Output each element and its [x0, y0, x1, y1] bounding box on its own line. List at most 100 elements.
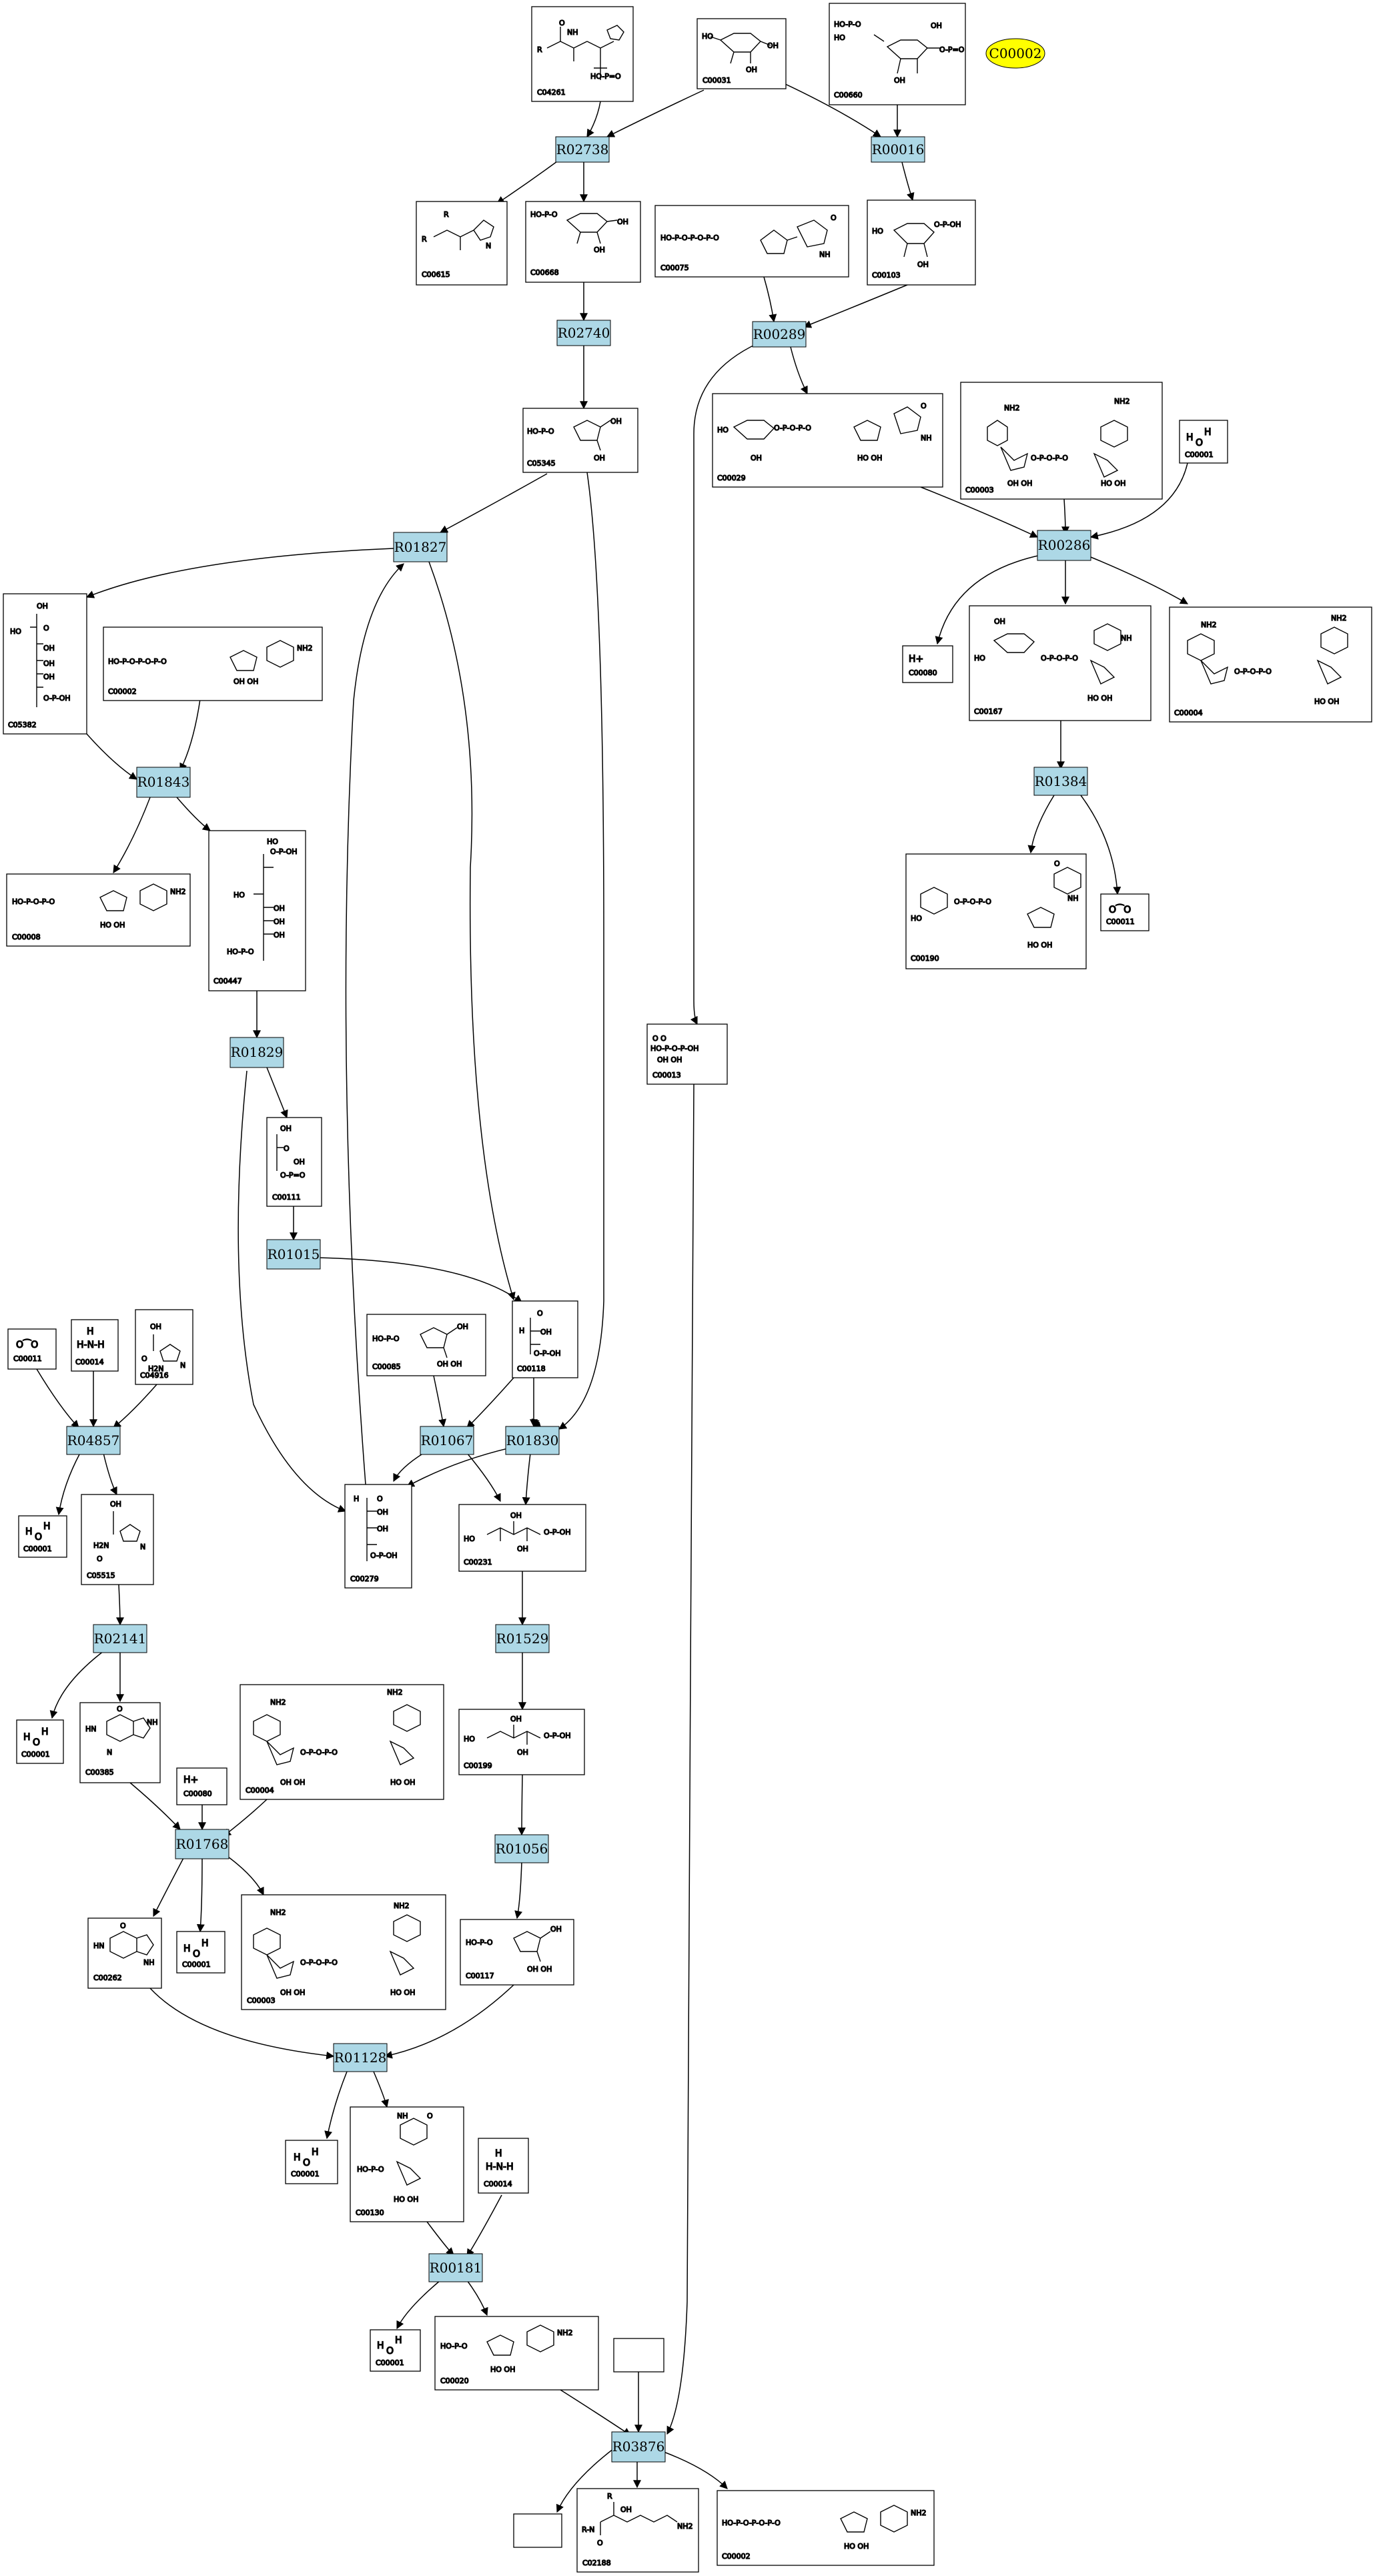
compound-id: C00014	[75, 1358, 104, 1366]
mol-text: OH	[43, 644, 55, 653]
compound-c00075[interactable]: HO-P-O-P-O-P-O O NH C00075	[654, 205, 849, 278]
compound-c00447[interactable]: HO O-P-OH HO OH OH OH HO-P-O C00447	[208, 830, 306, 991]
reaction-R01843[interactable]: R01843	[136, 767, 191, 798]
compound-c00167[interactable]: OH HO O-P-O-P-O NH HO OH C00167	[969, 605, 1152, 721]
compound-c04261[interactable]: O NH R HO-P=O C04261	[531, 6, 634, 102]
compound-c00001-c[interactable]: H H O C00001	[176, 1931, 225, 1974]
mol-text: HO OH	[1027, 941, 1052, 949]
mol-text: H+	[909, 654, 923, 665]
mol-text: O-P-OH	[544, 1731, 571, 1740]
compound-id: C00003	[247, 1996, 276, 2005]
compound-c00199[interactable]: HO OH O-P-OH OH C00199	[458, 1709, 585, 1775]
compound-c05382[interactable]: OH HO O OH OH OH O-P-OH C05382	[3, 593, 87, 735]
compound-c00001-e[interactable]: H H O C00001	[370, 2329, 421, 2372]
reaction-R02141[interactable]: R02141	[93, 1624, 147, 1653]
compound-c00190[interactable]: O-P-O-P-O HO O NH HO OH C00190	[905, 853, 1087, 969]
compound-c00103[interactable]: O-P-OH HO OH C00103	[867, 199, 976, 286]
highlight-node-c00002[interactable]: C00002	[985, 38, 1045, 69]
mol-text: HO-P-O	[227, 947, 254, 956]
compound-c00020[interactable]: HO-P-O NH2 HO OH C00020	[434, 2316, 599, 2391]
edge-c00002-r01843	[179, 699, 201, 772]
compound-c00014-left[interactable]: H H-N-H C00014	[71, 1319, 119, 1372]
reaction-R01015[interactable]: R01015	[266, 1239, 321, 1270]
mol-text: OH OH	[280, 1988, 305, 1997]
compound-c00660[interactable]: HO-P-O HO O-P=O OH OH C00660	[829, 3, 966, 105]
mol-text: HN	[93, 1942, 105, 1950]
compound-c00004-top[interactable]: NH2 O-P-O-P-O NH2 HO OH C00004	[1169, 606, 1372, 723]
compound-c00004-mid[interactable]: NH2 O-P-O-P-O NH2 OH OH HO OH C00004	[240, 1684, 444, 1800]
reaction-R00289[interactable]: R00289	[752, 321, 807, 348]
mol-text: NH2	[557, 2328, 573, 2337]
reaction-label: R01015	[268, 1246, 320, 1262]
mol-text: HO	[717, 426, 729, 434]
compound-c00003-top[interactable]: NH2 O-P-O-P-O NH2 OH OH HO OH C00003	[960, 382, 1163, 500]
compound-empty-top[interactable]	[613, 2338, 664, 2373]
mol-text: HO OH	[1314, 697, 1339, 706]
mol-text: OH	[150, 1322, 161, 1331]
compound-c05345[interactable]: HO-P-O OH OH C05345	[522, 408, 638, 473]
compound-c00080-top[interactable]: H+ C00080	[902, 645, 953, 683]
compound-empty-bottom[interactable]	[513, 2513, 562, 2548]
compound-id: C00117	[466, 1972, 494, 1980]
compound-id: C00001	[23, 1545, 52, 1553]
compound-c00118[interactable]: O H OH O-P-OH C00118	[512, 1300, 578, 1378]
compound-c00001-d[interactable]: H H O C00001	[285, 2140, 338, 2184]
reaction-R01056[interactable]: R01056	[494, 1834, 549, 1863]
edge-r00181-c00001	[396, 2280, 441, 2330]
edge-r00286-c00080	[935, 554, 1041, 645]
edge-r00289-c00029	[790, 346, 808, 395]
compound-c00111[interactable]: OH O OH O-P=O C00111	[266, 1117, 322, 1207]
compound-c00011-right[interactable]: O⁀O C00011	[1100, 893, 1150, 931]
compound-c02188[interactable]: R OH R-N NH2 O C02188	[576, 2488, 699, 2573]
reaction-R01830[interactable]: R01830	[505, 1426, 560, 1455]
mol-text: HO-P-O	[466, 1938, 493, 1947]
mol-text: OH	[294, 1158, 305, 1166]
reaction-R01529[interactable]: R01529	[495, 1624, 550, 1653]
reaction-R00286[interactable]: R00286	[1037, 530, 1091, 561]
mol-text: O	[377, 1494, 383, 1503]
compound-c05515[interactable]: OH H2N O N C05515	[81, 1494, 154, 1585]
compound-c00130[interactable]: NH O HO-P-O HO OH C00130	[350, 2106, 464, 2222]
compound-c00385[interactable]: O HN NH N C00385	[79, 1702, 161, 1783]
compound-c00002-bottom[interactable]: HO-P-O-P-O-P-O NH2 HO OH C00002	[717, 2490, 935, 2566]
compound-c00002-mid[interactable]: HO-P-O-P-O-P-O NH2 OH OH C00002	[103, 626, 323, 701]
compound-c00031[interactable]: HO OH OH C00031	[697, 18, 787, 89]
reaction-R03876[interactable]: R03876	[611, 2431, 666, 2463]
compound-c00001-top[interactable]: H H O C00001	[1179, 420, 1228, 464]
reaction-R02738[interactable]: R02738	[555, 136, 610, 163]
mol-text: NH2	[677, 2522, 693, 2531]
compound-c04916[interactable]: OH O H2N N C04916	[135, 1309, 193, 1385]
compound-c00001-a[interactable]: H H O C00001	[18, 1515, 67, 1558]
edge-r01843-c00447	[176, 797, 211, 831]
compound-c00080-mid[interactable]: H+ C00080	[176, 1767, 227, 1805]
compound-c00013[interactable]: O O HO-P-O-P-OH OH OH C00013	[646, 1023, 728, 1085]
compound-c00117[interactable]: HO-P-O OH OH OH C00117	[460, 1919, 574, 1986]
compound-c00014-bottom[interactable]: H H-N-H C00014	[478, 2138, 529, 2194]
compound-c00085[interactable]: HO-P-O OH OH OH C00085	[366, 1314, 486, 1376]
mol-text: O-P-O-P-O	[774, 424, 811, 432]
compound-c00003-mid[interactable]: NH2 O-P-O-P-O NH2 OH OH HO OH C00003	[241, 1894, 446, 2010]
reaction-R01384[interactable]: R01384	[1033, 767, 1088, 796]
compound-c00231[interactable]: HO OH O-P-OH OH C00231	[458, 1504, 586, 1572]
reaction-R01128[interactable]: R01128	[333, 2043, 388, 2072]
reaction-R01827[interactable]: R01827	[393, 532, 448, 562]
reaction-R00016[interactable]: R00016	[871, 136, 925, 163]
reaction-R02740[interactable]: R02740	[556, 320, 611, 346]
compound-c00615[interactable]: R R N C00615	[416, 201, 508, 286]
compound-c00279[interactable]: H O OH OH O-P-OH C00279	[344, 1484, 412, 1589]
compound-c00029[interactable]: O-P-O-P-O HO O NH OH HO OH C00029	[712, 393, 943, 488]
compound-c00011-left[interactable]: O⁀O C00011	[7, 1328, 57, 1370]
reaction-R04857[interactable]: R04857	[66, 1426, 121, 1455]
compound-c00262[interactable]: O HN NH C00262	[87, 1917, 162, 1989]
reaction-R00181[interactable]: R00181	[428, 2253, 483, 2282]
compound-c00001-b[interactable]: H H O C00001	[16, 1719, 64, 1764]
mol-text: H	[495, 2148, 502, 2159]
compound-c00008[interactable]: HO-P-O-P-O NH2 HO OH C00008	[6, 873, 191, 947]
reaction-R01829[interactable]: R01829	[230, 1037, 284, 1068]
compound-c00668[interactable]: HO-P-O OH OH C00668	[525, 201, 641, 283]
reaction-R01768[interactable]: R01768	[175, 1829, 230, 1859]
mol-text: NH2	[270, 1698, 286, 1707]
mol-text: OH	[994, 617, 1005, 626]
reaction-R01067[interactable]: R01067	[420, 1426, 474, 1455]
reaction-label: R02141	[94, 1631, 147, 1647]
